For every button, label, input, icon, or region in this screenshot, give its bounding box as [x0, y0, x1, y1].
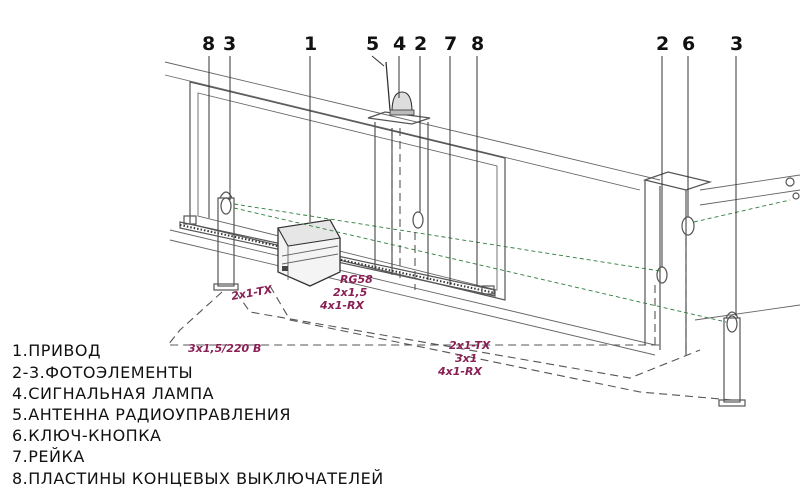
legend-item-operator: 1.ПРИВОД — [12, 341, 101, 360]
limit-plate-right — [481, 285, 495, 295]
callout-2-right: 2 — [656, 33, 669, 55]
photocell-column-left — [213, 191, 239, 291]
callout-4: 4 — [393, 33, 406, 55]
limit-plate-left — [183, 215, 197, 225]
callout-5: 5 — [366, 33, 379, 55]
callout-1: 1 — [304, 33, 317, 55]
cable-label-run-tx: 2x1-TX — [449, 339, 491, 352]
callout-6: 6 — [682, 33, 695, 55]
cable-label-rg58: RG58 — [340, 273, 373, 286]
legend-item-lamp: 4.СИГНАЛЬНАЯ ЛАМПА — [12, 384, 214, 403]
cable-label-motor-rx: 4x1-RX — [319, 299, 364, 312]
callout-3-left: 3 — [223, 33, 236, 55]
legend-item-rack: 7.РЕЙКА — [12, 447, 85, 466]
callout-leaders — [208, 55, 737, 316]
fence-rails — [164, 61, 800, 356]
flashing-lamp — [389, 91, 415, 116]
legend: 1.ПРИВОД 2-3.ФОТОЭЛЕМЕНТЫ 4.СИГНАЛЬНАЯ Л… — [12, 341, 384, 488]
cable-label-power: 3x1,5/220 B — [188, 342, 261, 355]
callout-7: 7 — [444, 33, 457, 55]
gate-leaf — [189, 81, 506, 301]
legend-item-photocells: 2-3.ФОТОЭЛЕМЕНТЫ — [12, 363, 193, 382]
photocell-wall-right — [656, 266, 668, 284]
legend-item-antenna: 5.АНТЕННА РАДИОУПРАВЛЕНИЯ — [12, 405, 291, 424]
cable-label-run-key: 3x1 — [455, 352, 477, 365]
fence-hardware — [785, 177, 800, 200]
callout-2-left: 2 — [414, 33, 427, 55]
photocell-wall-left — [412, 211, 424, 229]
photocell-beams — [233, 199, 791, 323]
legend-item-key-switch: 6.КЛЮЧ-КНОПКА — [12, 426, 162, 445]
key-switch — [681, 216, 695, 236]
cable-label-motor-tx: 2x1-TX — [230, 283, 273, 303]
antenna — [385, 61, 391, 111]
cable-label-run-rx: 4x1-RX — [437, 365, 482, 378]
callout-8-right: 8 — [471, 33, 484, 55]
photocell-column-right — [718, 311, 746, 407]
callout-3-right: 3 — [730, 33, 743, 55]
callout-8-left: 8 — [202, 33, 215, 55]
cable-label-lamp: 2x1,5 — [333, 286, 368, 299]
legend-item-limit-plates: 8.ПЛАСТИНЫ КОНЦЕВЫХ ВЫКЛЮЧАТЕЛЕЙ — [12, 469, 384, 488]
cable-runs — [166, 128, 733, 401]
gate-operator-motor — [277, 219, 341, 287]
